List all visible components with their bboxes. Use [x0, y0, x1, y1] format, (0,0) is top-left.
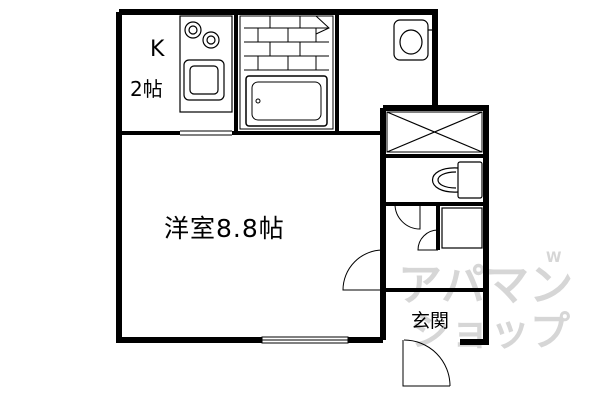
western-room-label: 洋室8.8帖 — [164, 214, 285, 243]
sink-icon — [183, 59, 225, 101]
kitchen-letter-label: K — [150, 37, 165, 62]
toilet-door — [394, 203, 421, 230]
storage-closet — [386, 111, 483, 153]
stove-burner-icon — [184, 21, 202, 39]
stove-burner-icon — [202, 31, 220, 49]
utility-box — [441, 207, 483, 249]
doors — [342, 203, 451, 387]
windows — [261, 336, 349, 344]
bathtub-icon — [245, 75, 328, 127]
western-room-door — [342, 249, 384, 291]
bathroom — [244, 15, 330, 127]
kitchen-counter — [179, 15, 233, 113]
closet-door — [417, 229, 439, 251]
washbasin-icon — [393, 19, 435, 61]
entrance-label: 玄関 — [411, 310, 449, 332]
watermark-line2: ショップ — [410, 309, 570, 355]
interior-walls — [119, 12, 486, 292]
watermark-small: W — [546, 250, 561, 266]
toilet-icon — [431, 161, 483, 199]
kitchen-size-label: 2帖 — [130, 77, 163, 101]
wall-outlines — [180, 15, 483, 153]
entrance-door — [402, 339, 451, 387]
